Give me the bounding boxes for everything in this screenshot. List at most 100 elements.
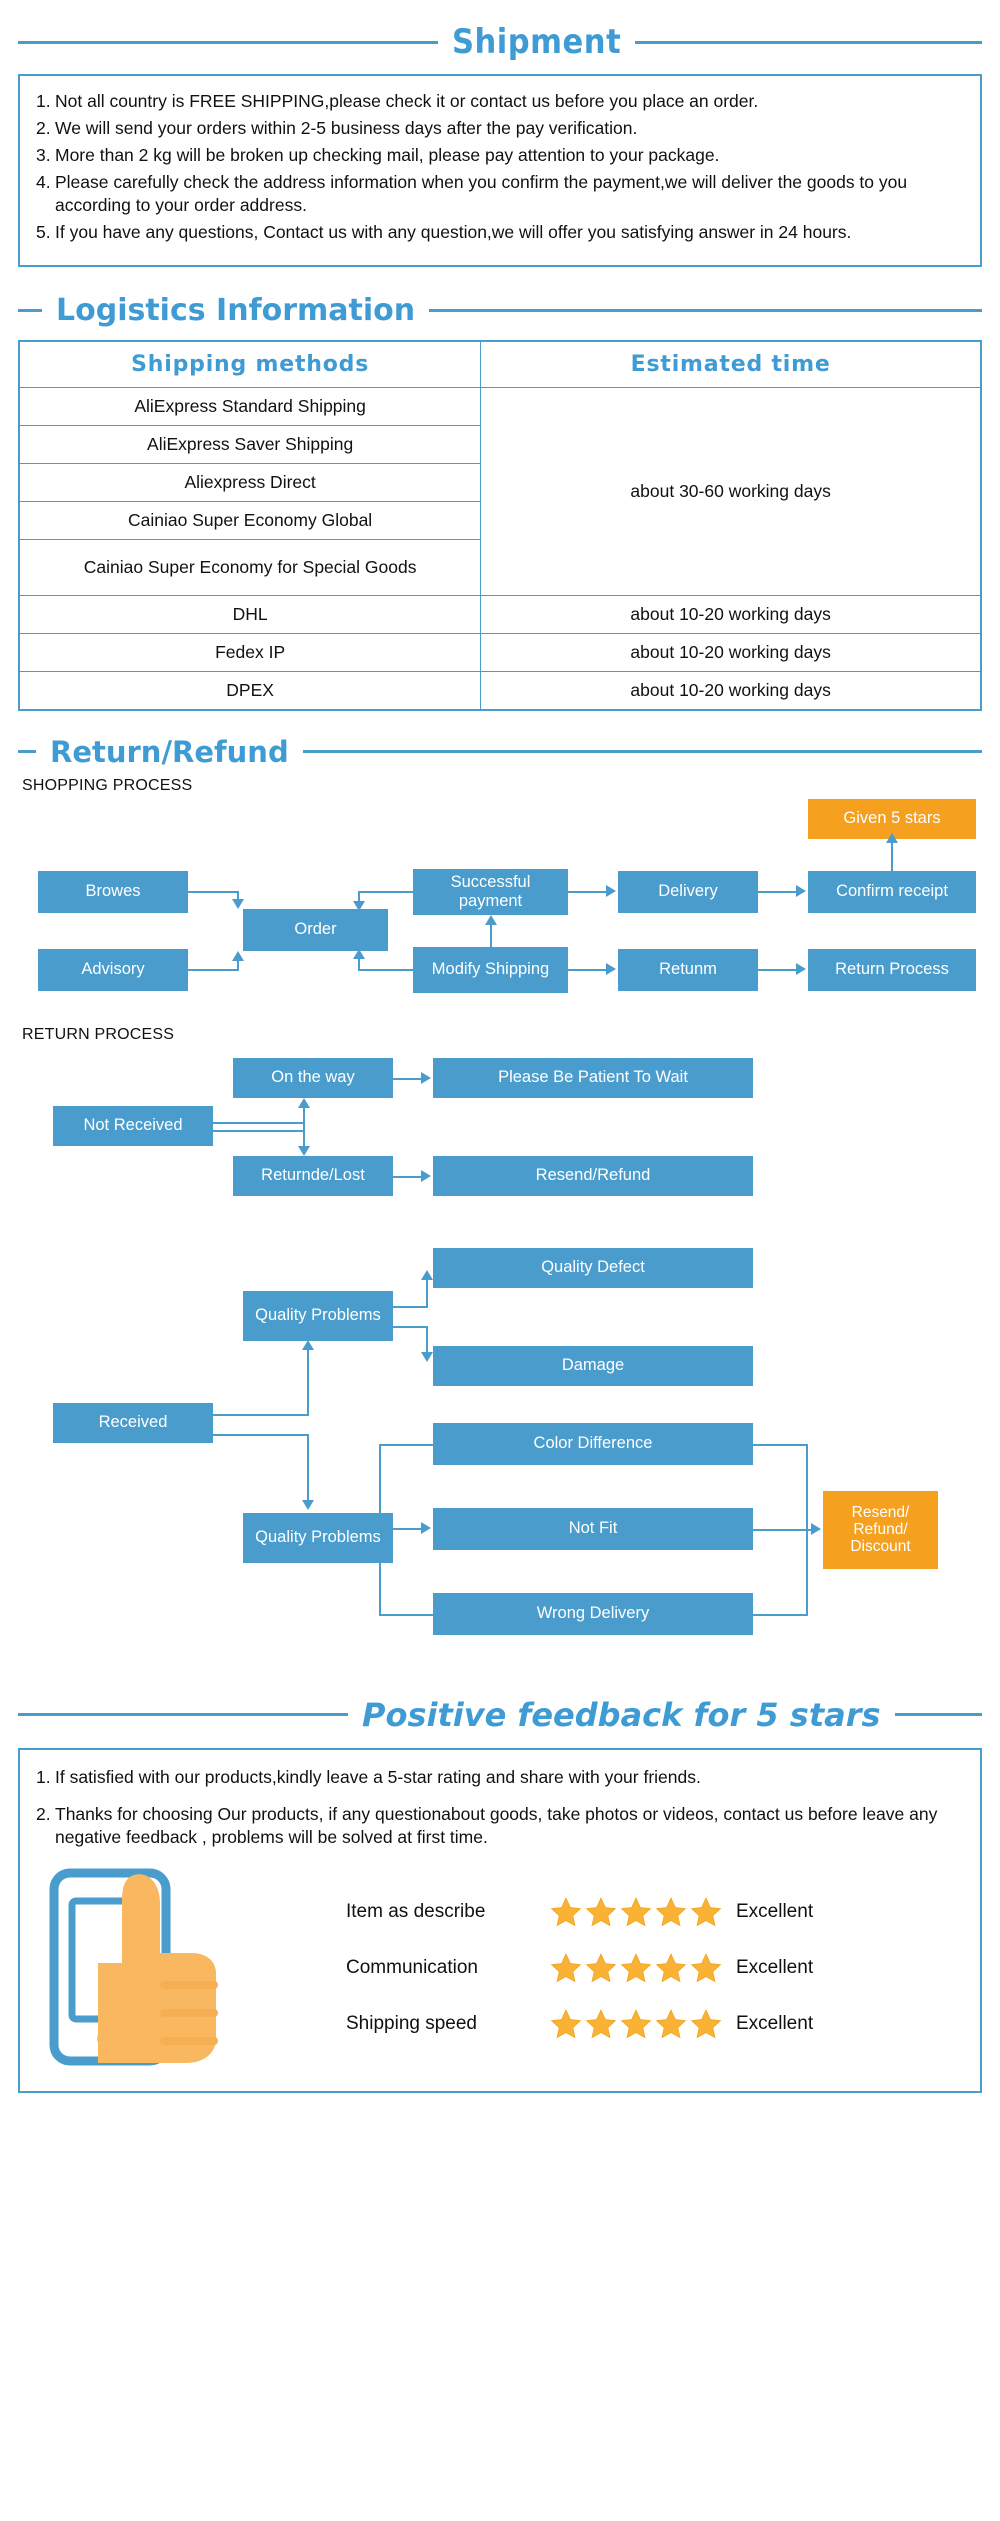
connector [213,1413,309,1416]
cell-method: Aliexpress Direct [18,462,482,502]
connector [213,1433,309,1436]
column-header-shipping-methods: Shipping methods [18,340,482,388]
feedback-title: Positive feedback for 5 stars [362,1695,881,1734]
cell-method: AliExpress Saver Shipping [18,424,482,464]
arrow-up-icon [886,832,898,843]
flow-node-quality-problems-lower[interactable]: Quality Problems [243,1512,393,1563]
thumb-palm [98,1962,146,2063]
rating-row: Item as describe Excellent [346,1896,964,1928]
page-root: Shipment 1. Not all country is FREE SHIP… [0,22,1000,2093]
list-number: 5. [36,222,51,243]
connector [307,1433,309,1502]
list-item: 1. If satisfied with our products,kindly… [36,1766,964,1789]
connector [758,968,796,971]
connector [490,924,492,949]
list-number: 1. [36,1766,51,1787]
return-process-label: RETURN PROCESS [22,1025,175,1043]
heading-rule-right [894,1713,982,1717]
rating-label: Shipping speed [346,2012,477,2034]
arrow-right-icon [606,884,616,897]
flow-node-modify-shipping[interactable]: Modify Shipping [413,946,568,993]
list-number: 2. [36,118,51,139]
flow-node-not-fit[interactable]: Not Fit [433,1507,753,1550]
flow-node-quality-problems-upper[interactable]: Quality Problems [243,1290,393,1341]
arrow-right-icon [796,884,806,897]
flow-node-order[interactable]: Order [243,908,388,951]
flow-node-on-the-way[interactable]: On the way [233,1057,393,1098]
rating-label: Item as describe [346,1900,486,1922]
connector [379,1443,381,1518]
star-icon [655,1896,687,1927]
arrow-right-icon [421,1169,431,1182]
thumbs-up-icon [49,1868,218,2066]
shipment-box: 1. Not all country is FREE SHIPPING,plea… [18,74,982,267]
connector [393,1077,421,1080]
list-number: 1. [36,91,51,111]
flow-node-not-received[interactable]: Not Received [53,1105,213,1146]
rating-row: Communication Excellent [346,1952,964,1984]
rating-label: Communication [346,1956,478,1978]
list-text: Thanks for choosing Our products, if any… [55,1803,938,1847]
star-icon [550,2008,582,2039]
connector [358,890,360,903]
arrow-down-icon [421,1351,433,1362]
star-icon [655,1952,687,1983]
list-item: 2. Thanks for choosing Our products, if … [36,1803,964,1849]
heading-rule-right [635,40,982,44]
logistics-title: Logistics Information [56,292,416,328]
cell-method: DPEX [18,670,482,711]
shopping-process-label: SHOPPING PROCESS [22,776,193,794]
connector [753,1613,808,1616]
star-icon [620,2008,652,2039]
table-row: DPEX about 10-20 working days [18,670,982,711]
list-text: Please carefully check the address infor… [55,172,908,216]
connector [393,1325,428,1328]
flow-node-resend-refund-discount[interactable]: Resend/ Refund/ Discount [823,1490,938,1569]
heading-rule-right [302,750,982,754]
thumbs-up-illustration [36,1863,336,2073]
ratings-list: Item as describe Excellent Communication [346,1896,964,2040]
arrow-up-icon [421,1269,433,1280]
flow-node-resend-refund[interactable]: Resend/Refund [433,1155,753,1196]
return-process-flowchart: On the way Please Be Patient To Wait Not… [18,1048,982,1668]
flow-node-received[interactable]: Received [53,1402,213,1443]
connector [237,960,239,971]
flow-node-return-process[interactable]: Return Process [808,948,976,991]
cell-method: Cainiao Super Economy Global [18,500,482,540]
logistics-section-header: Logistics Information [18,293,982,328]
table-row: Cainiao Super Economy for Special Goods [18,538,981,596]
connector [237,890,239,901]
connector [393,1175,421,1178]
connector [358,958,360,971]
flow-node-retunm[interactable]: Retunm [618,948,758,991]
logistics-table: Shipping methods Estimated time AliExpre… [18,339,982,711]
flow-node-confirm-receipt[interactable]: Confirm receipt [808,870,976,913]
list-item: 1. Not all country is FREE SHIPPING,plea… [36,90,964,113]
flow-node-returnde-lost[interactable]: Returnde/Lost [233,1155,393,1196]
arrow-right-icon [421,1521,431,1534]
list-number: 3. [36,145,51,166]
arrow-up-icon [232,950,244,961]
flow-node-quality-defect[interactable]: Quality Defect [433,1247,753,1288]
flow-node-color-difference[interactable]: Color Difference [433,1422,753,1465]
flowcharts: SHOPPING PROCESS Given 5 stars Browes Su… [18,777,982,1668]
connector [393,1527,421,1530]
connector [213,1129,305,1132]
connector [753,1443,808,1446]
flow-node-delivery[interactable]: Delivery [618,870,758,913]
connector [379,1613,435,1616]
arrow-down-icon [302,1499,314,1510]
flow-node-wrong-delivery[interactable]: Wrong Delivery [433,1592,753,1635]
flow-node-damage[interactable]: Damage [433,1345,753,1386]
flow-node-browes[interactable]: Browes [38,870,188,913]
flow-node-successful-payment[interactable]: Successful payment [413,868,568,915]
arrow-right-icon [421,1071,431,1084]
connector [393,1305,428,1308]
flow-node-please-be-patient-to-wait[interactable]: Please Be Patient To Wait [433,1057,753,1098]
flow-node-advisory[interactable]: Advisory [38,948,188,991]
table-header-row: Shipping methods Estimated time [18,340,982,388]
connector [307,1347,309,1416]
rating-value: Excellent [736,2012,814,2034]
flow-node-given-5-stars[interactable]: Given 5 stars [808,798,976,839]
heading-rule-left [18,1713,348,1717]
